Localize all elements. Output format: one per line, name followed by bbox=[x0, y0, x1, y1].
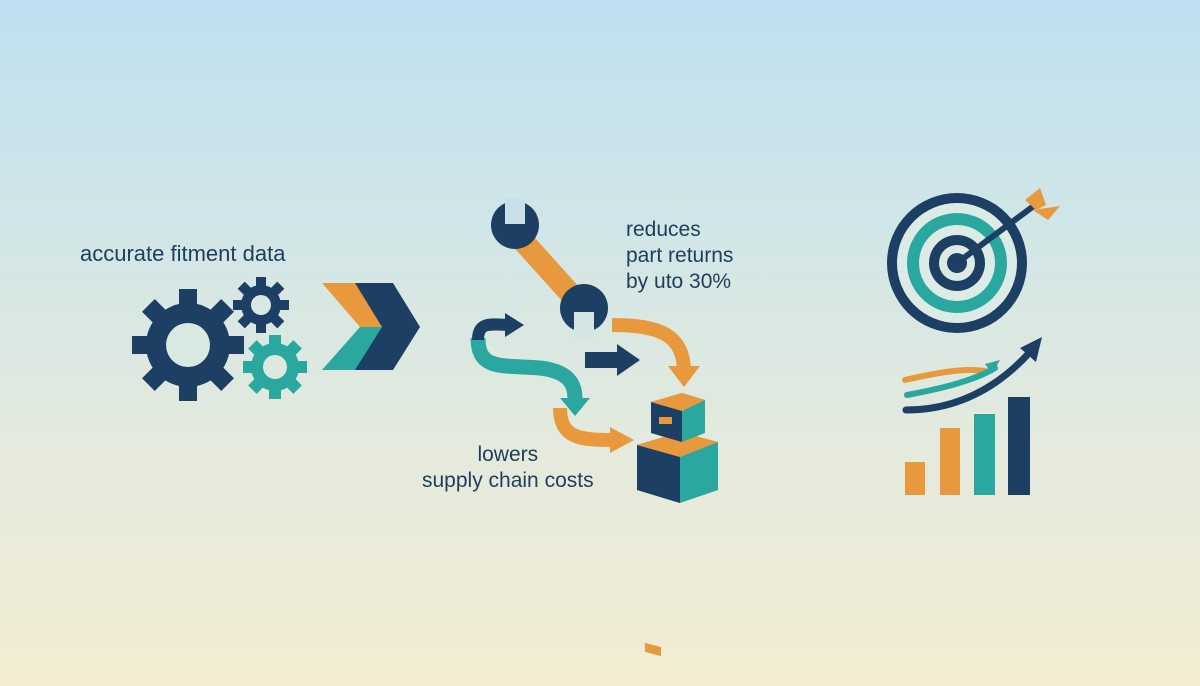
wrench-icon bbox=[491, 198, 608, 338]
reduces-returns-label: reduces part returns by uto 30% bbox=[626, 217, 733, 295]
bar-2 bbox=[940, 428, 960, 495]
lowers-line-1: lowers bbox=[477, 443, 539, 466]
large-gear-icon bbox=[132, 289, 244, 401]
reduces-line-3: by uto 30% bbox=[626, 270, 732, 293]
bar-chart-growth-icon bbox=[902, 337, 1042, 495]
target-icon bbox=[887, 188, 1060, 333]
boxes-icon bbox=[637, 393, 718, 657]
teal-gear-icon bbox=[243, 335, 307, 399]
reduces-line-1: reduces bbox=[626, 218, 701, 241]
fitment-data-label: accurate fitment data bbox=[80, 241, 286, 266]
lowers-line-2: supply chain costs bbox=[422, 469, 594, 492]
lowers-costs-label: lowers supply chain costs bbox=[422, 442, 594, 494]
bar-3 bbox=[974, 414, 995, 495]
chevron-arrows-icon bbox=[322, 283, 420, 370]
small-gear-icon bbox=[233, 277, 289, 333]
flow-arrows-icon bbox=[470, 313, 700, 453]
gears-icon bbox=[132, 277, 307, 401]
reduces-line-2: part returns bbox=[626, 244, 734, 267]
bar-1 bbox=[905, 462, 925, 495]
bar-4 bbox=[1008, 397, 1030, 495]
